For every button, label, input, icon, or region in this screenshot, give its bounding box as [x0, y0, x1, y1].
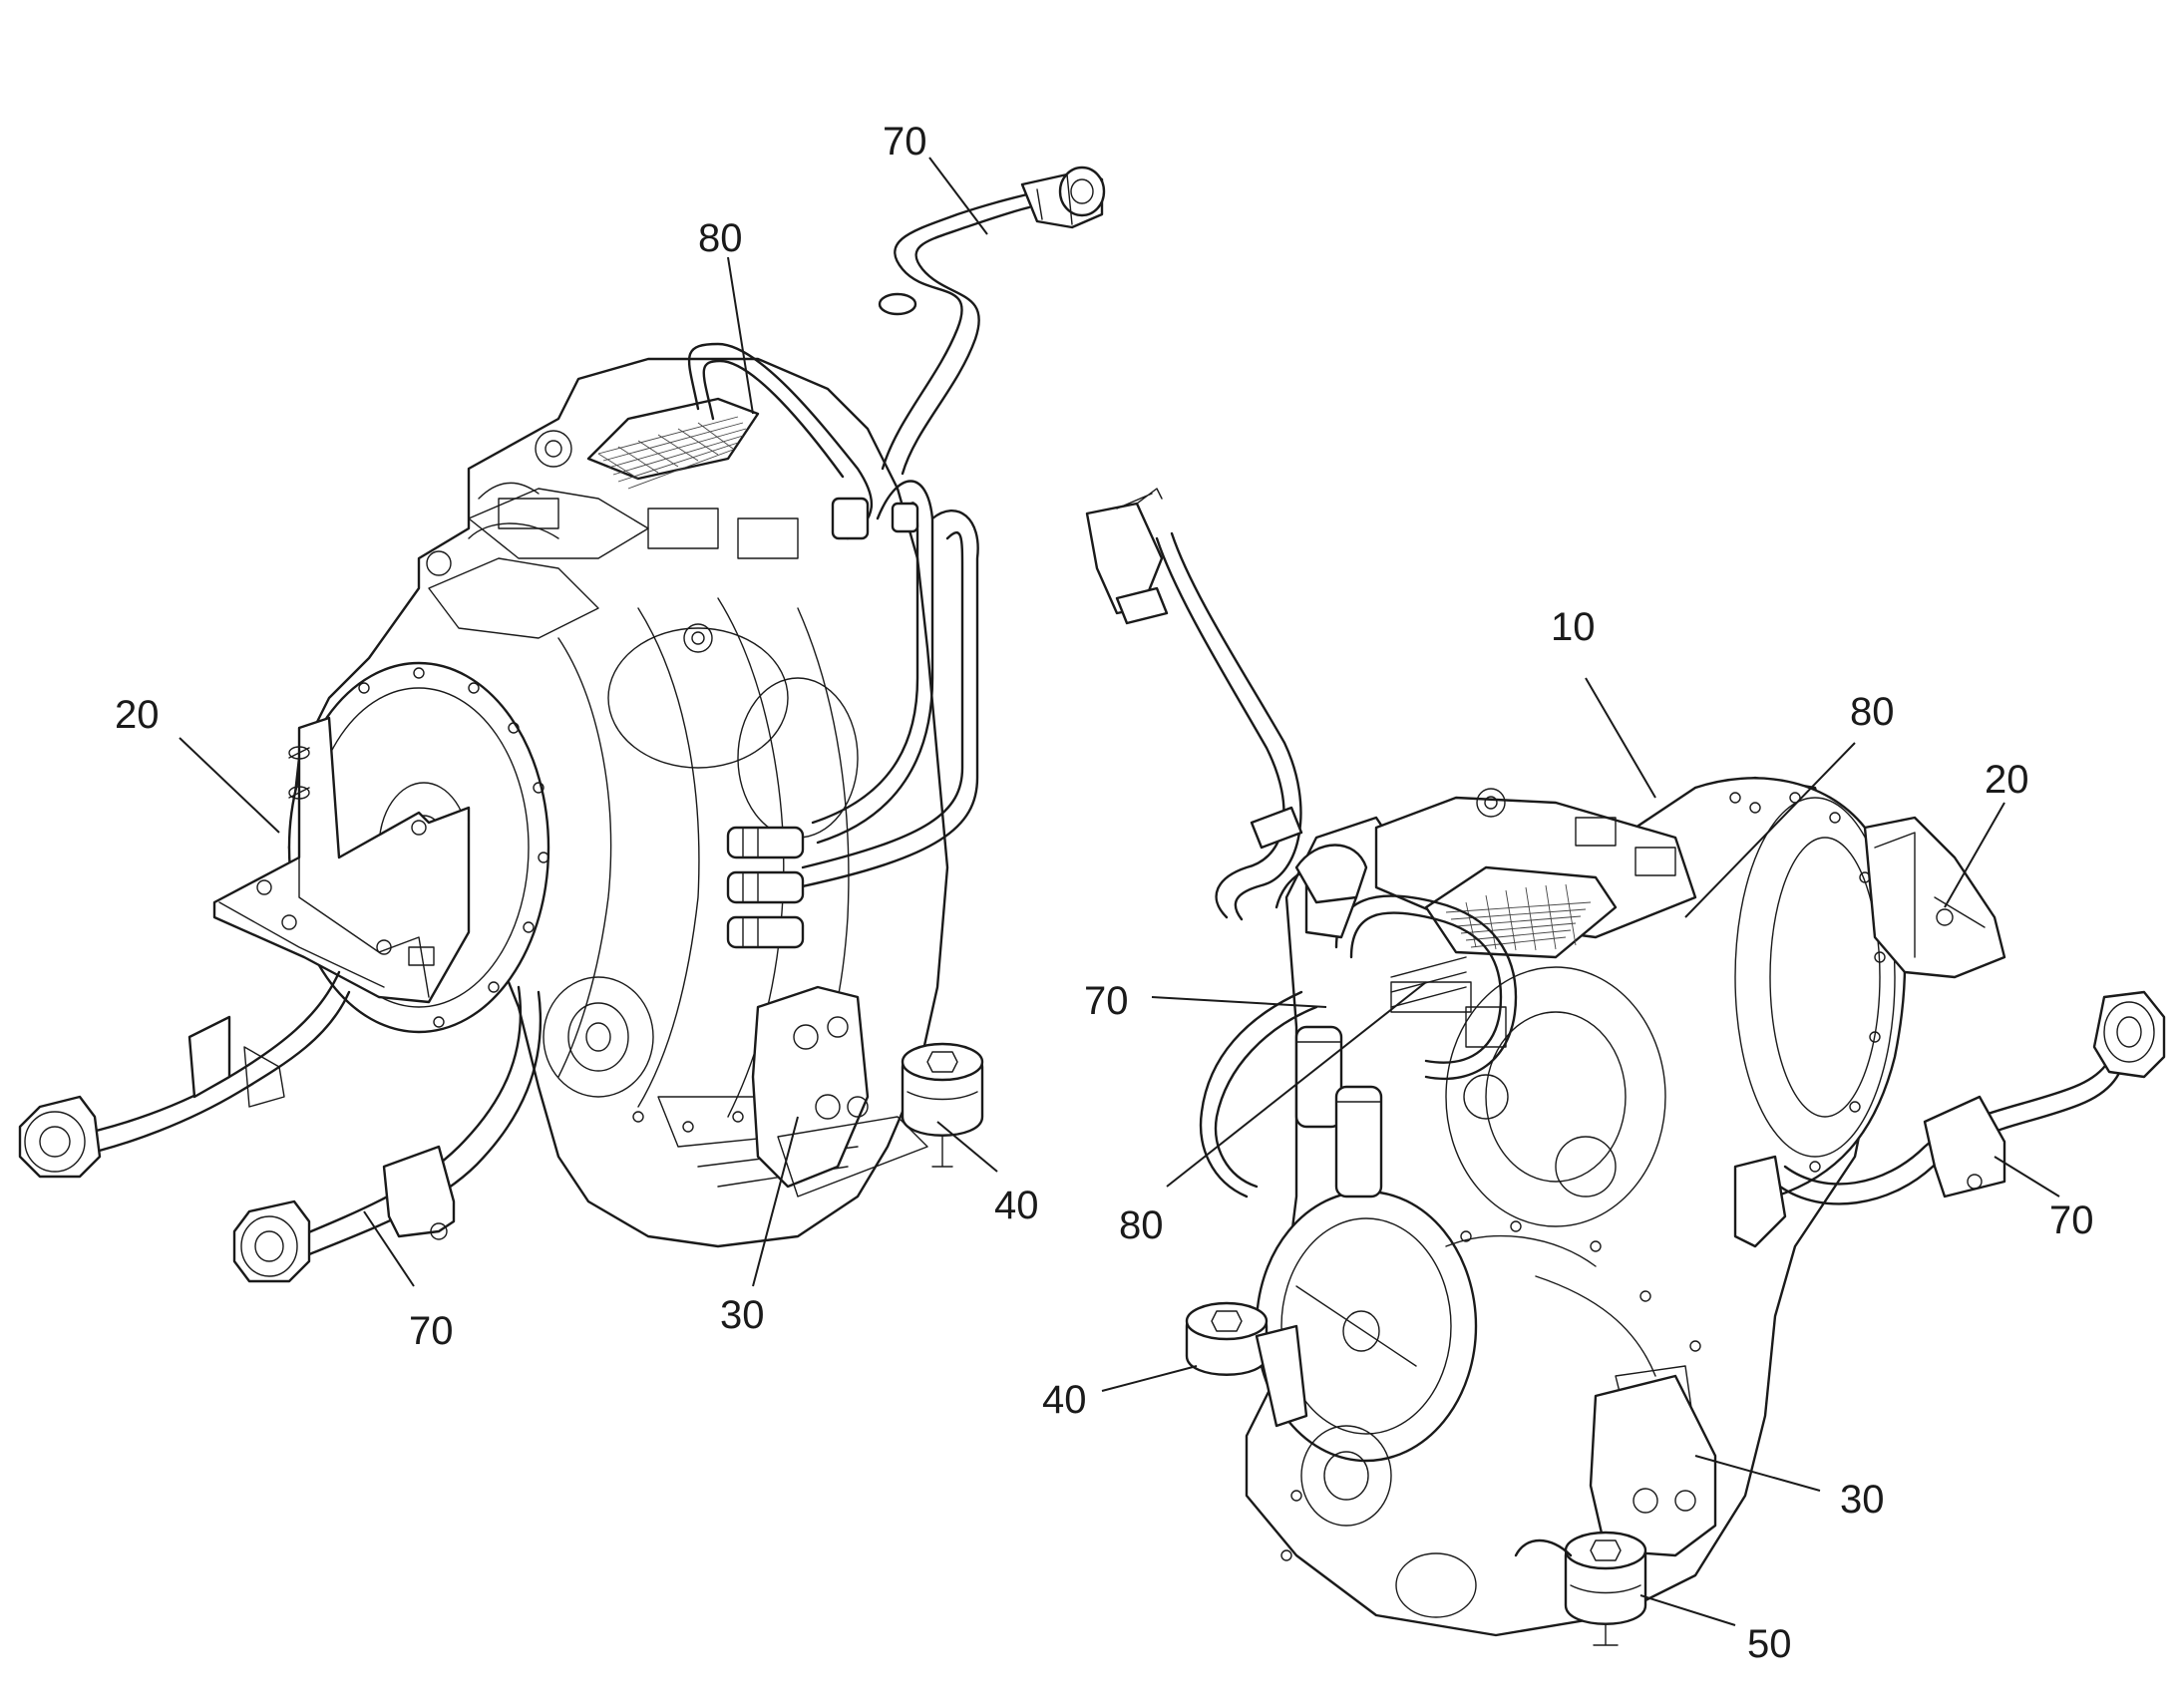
callout-right-20: 20: [1985, 758, 2029, 802]
callout-right-80-bottom: 80: [1119, 1203, 1164, 1247]
right-hose-70-right: [1733, 990, 2166, 1248]
right-hose-70-top: [1085, 488, 1368, 1198]
left-hose-80-connectors: [726, 497, 919, 949]
callout-right-30: 30: [1840, 1478, 1885, 1522]
leader-lines: [179, 157, 2060, 1626]
left-transmission-view: [18, 166, 1106, 1283]
callout-right-70-right: 70: [2049, 1198, 2094, 1242]
left-hose-70-top: [878, 166, 1106, 476]
left-mount-40: [901, 1042, 984, 1168]
callout-labels: 70 80 20 70 30 40 10 80 20 70 80 70 40 3…: [115, 120, 2094, 1666]
right-mount-30: [1589, 1374, 1717, 1557]
callout-left-40: 40: [994, 1184, 1039, 1227]
right-bracket-20: [1863, 816, 2006, 979]
callout-left-70-bottom: 70: [409, 1309, 454, 1353]
right-mount-40: [1185, 1301, 1308, 1428]
callout-right-40: 40: [1042, 1378, 1087, 1422]
left-mount-30: [751, 985, 928, 1197]
callout-left-70-top: 70: [883, 120, 927, 164]
right-transmission-view: [1085, 488, 2166, 1646]
callout-right-10: 10: [1551, 605, 1596, 649]
callout-left-80: 80: [698, 216, 743, 260]
callout-left-30: 30: [720, 1293, 765, 1337]
left-hose-70-bottom-a: [18, 970, 351, 1179]
callout-right-80-top: 80: [1850, 690, 1895, 734]
callout-left-20: 20: [115, 693, 160, 737]
callout-right-50: 50: [1747, 1622, 1792, 1666]
left-hose-70-bottom-b: [232, 985, 543, 1283]
left-bracket-20: [212, 716, 471, 1004]
right-mount-50: [1514, 1531, 1647, 1646]
callout-right-70-left: 70: [1084, 979, 1129, 1023]
